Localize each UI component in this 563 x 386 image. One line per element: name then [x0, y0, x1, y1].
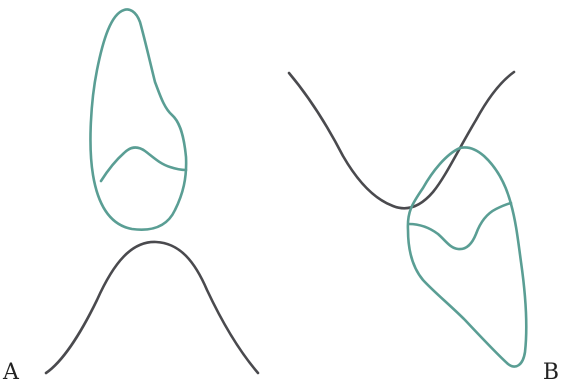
- panel-b-drawing: [280, 0, 563, 386]
- panel-a-drawing: [0, 0, 280, 386]
- panel-a-inner-contour: [101, 147, 186, 181]
- panel-b-dark-curve: [289, 72, 514, 208]
- panel-a-dark-curve: [46, 242, 258, 373]
- panel-a-tooth-outline: [90, 9, 186, 229]
- panel-b-label: B: [543, 362, 559, 384]
- panel-b: B: [280, 0, 563, 386]
- panel-b-inner-contour: [409, 203, 511, 249]
- panel-a: A: [0, 0, 280, 386]
- panel-a-label: A: [3, 362, 19, 384]
- panel-b-tooth-outline: [408, 147, 526, 366]
